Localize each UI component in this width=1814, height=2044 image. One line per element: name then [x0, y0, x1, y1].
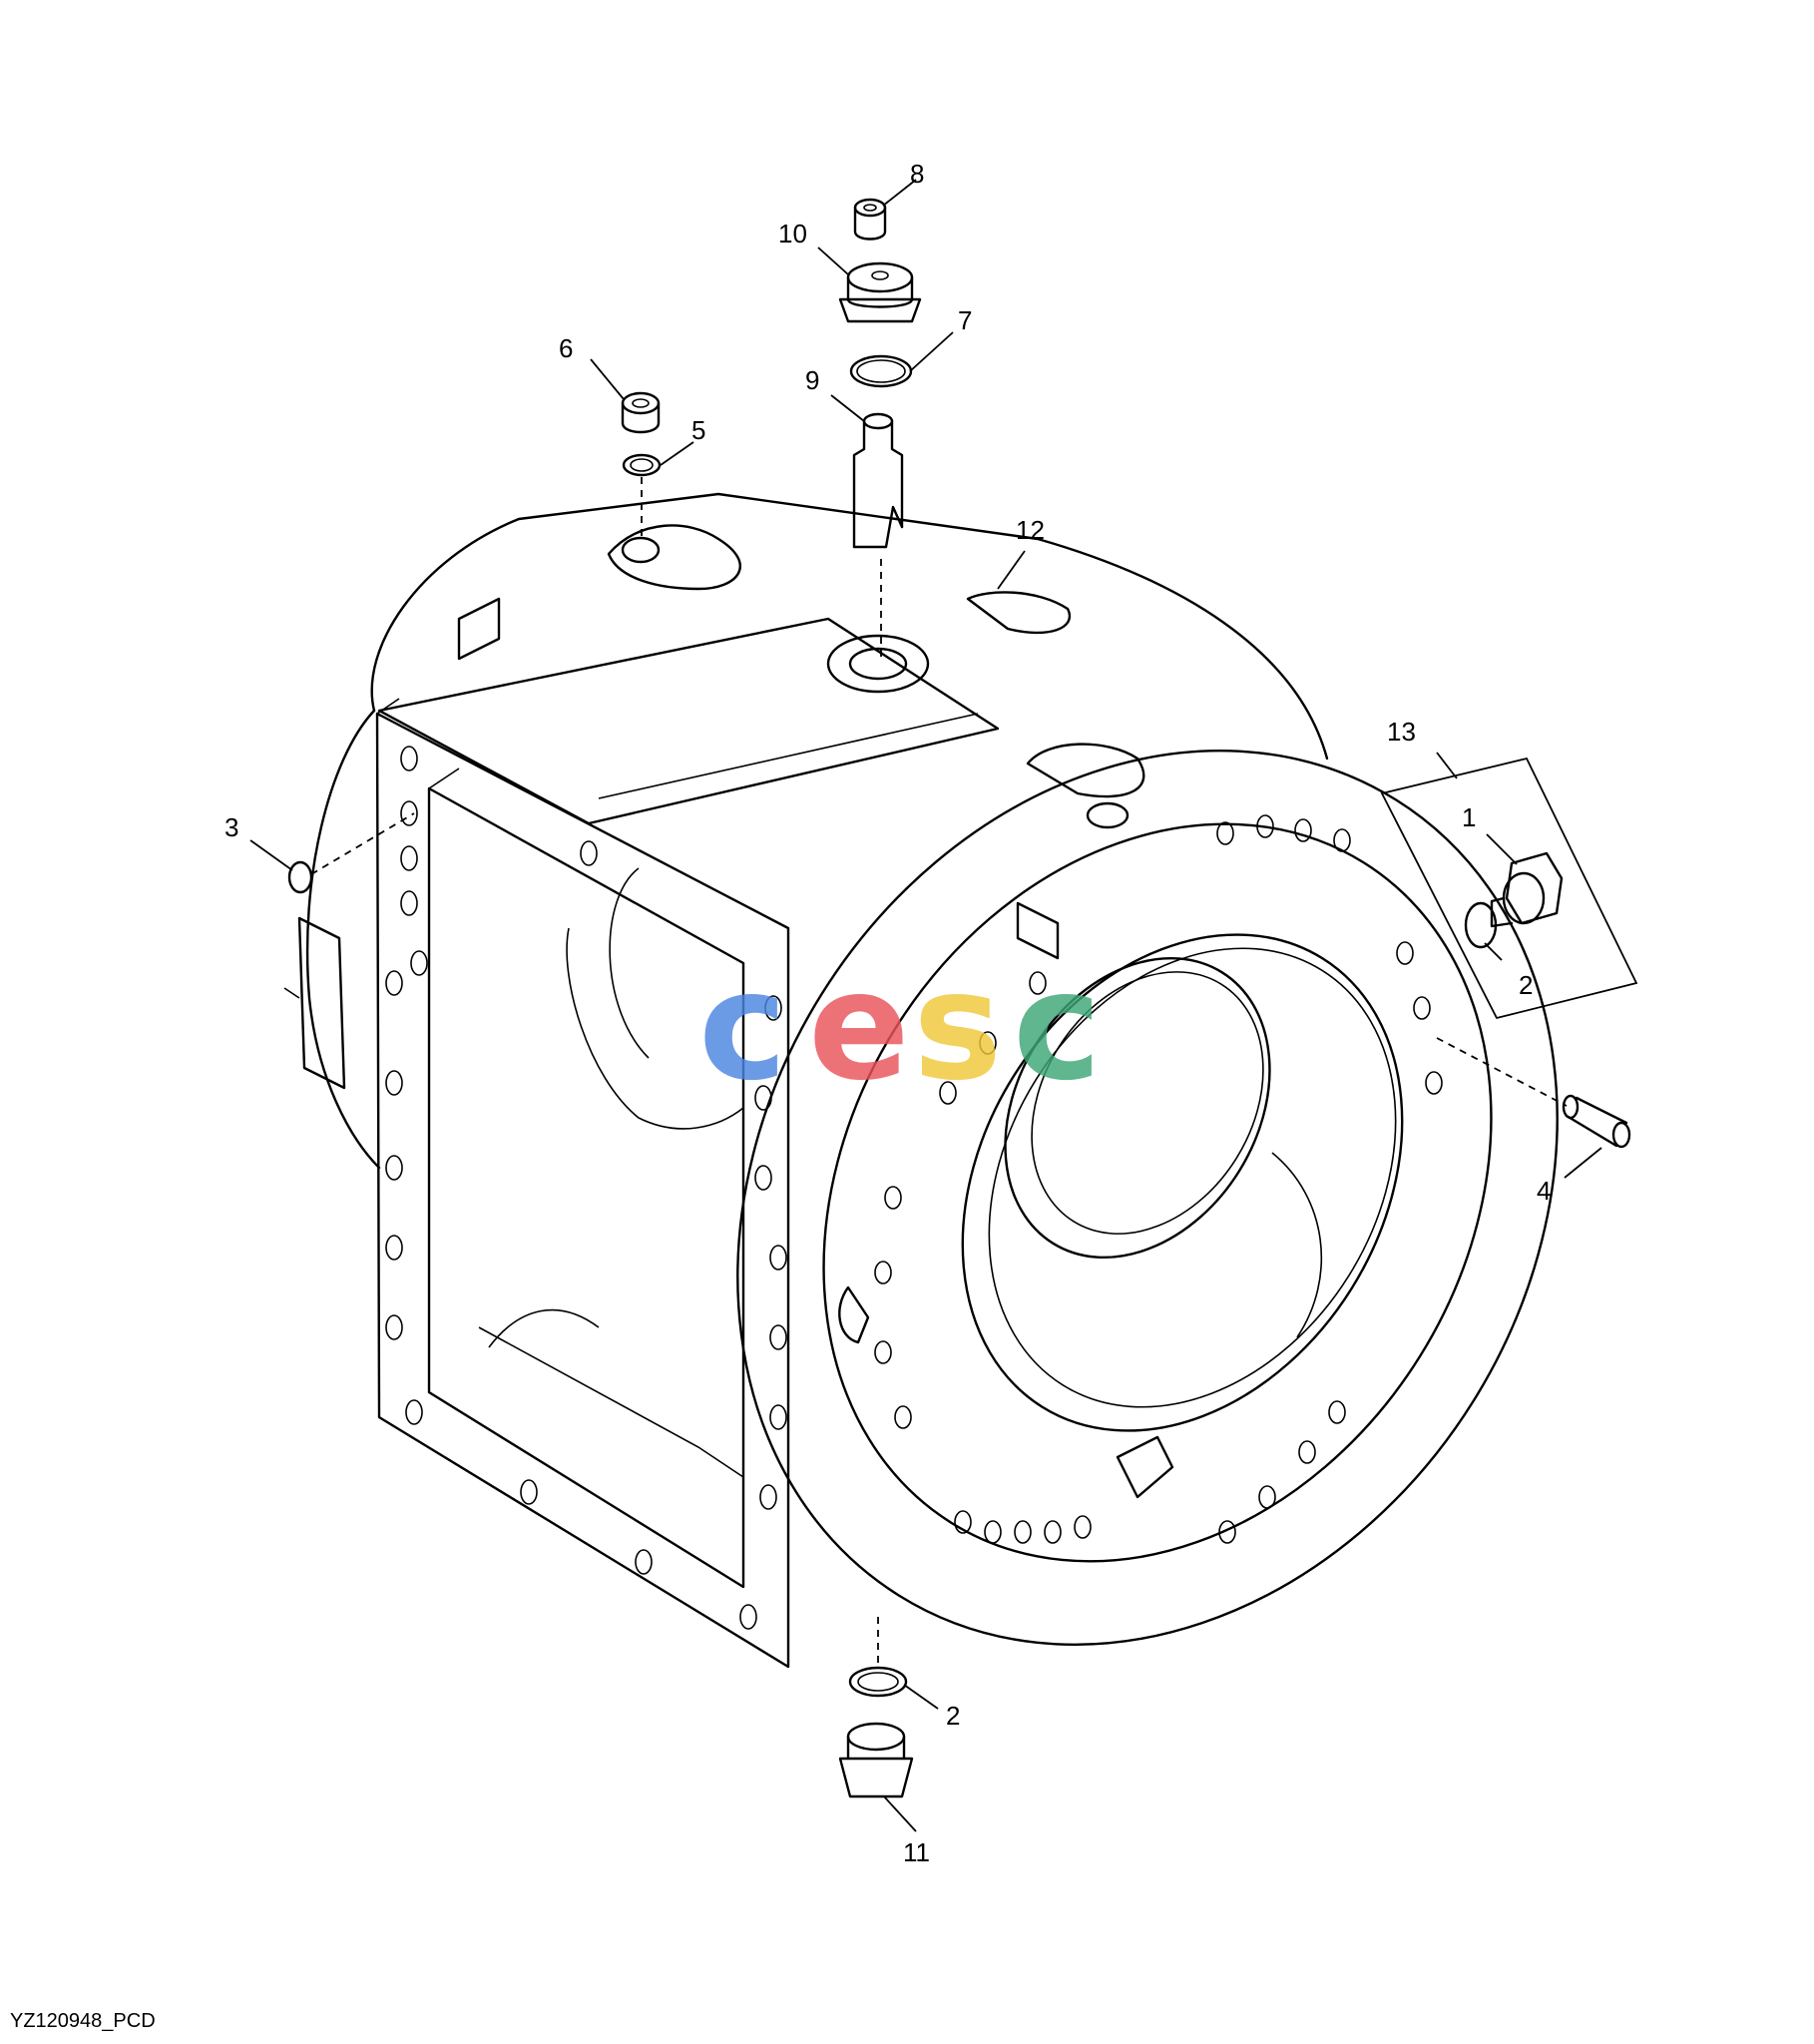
callout-5: 5 — [691, 415, 705, 445]
leader-lines — [249, 179, 1602, 1832]
callout-9: 9 — [805, 365, 819, 395]
part-5-washer — [622, 453, 662, 477]
watermark-letter: s — [913, 940, 1002, 1114]
part-6-plug — [621, 391, 661, 434]
part-10-hex-plug — [838, 261, 922, 323]
part-11-hex-plug — [838, 1722, 914, 1798]
callout-3: 3 — [225, 812, 238, 842]
part-4-dowel-pin — [1562, 1094, 1631, 1149]
frame-bolt-holes — [385, 746, 787, 1630]
watermark-letter: c — [698, 940, 787, 1114]
kit-13-box — [1380, 757, 1638, 1020]
callout-12: 12 — [1016, 515, 1045, 545]
part-2-oring-kit — [1464, 901, 1498, 949]
callout-13: 13 — [1387, 717, 1416, 747]
callout-1: 1 — [1462, 802, 1476, 832]
part-3-oring — [287, 860, 313, 894]
part-2-oring-lower — [848, 1666, 908, 1698]
watermark-letter: e — [808, 940, 910, 1114]
callout-4: 4 — [1537, 1176, 1551, 1206]
housing-flange — [736, 750, 1559, 1646]
part-9-pin — [852, 412, 904, 549]
callout-11: 11 — [903, 1837, 930, 1867]
callout-8: 8 — [910, 159, 924, 189]
callout-6: 6 — [559, 333, 573, 363]
watermark-logo: c e s c — [698, 940, 1102, 1114]
callout-2-kit: 2 — [1519, 970, 1533, 1000]
callout-7: 7 — [958, 305, 972, 335]
drawing-id: YZ120948_PCD — [10, 2010, 156, 2032]
callout-10: 10 — [778, 219, 807, 249]
housing-body — [283, 492, 1329, 1669]
part-8-plug — [853, 198, 887, 241]
callout-2-lower: 2 — [946, 1701, 960, 1731]
flange-bolt-holes — [874, 814, 1443, 1544]
part-1-hex-plug — [1490, 851, 1564, 928]
watermark-letter: c — [1013, 940, 1102, 1114]
assembly-center-lines — [310, 477, 1568, 1669]
